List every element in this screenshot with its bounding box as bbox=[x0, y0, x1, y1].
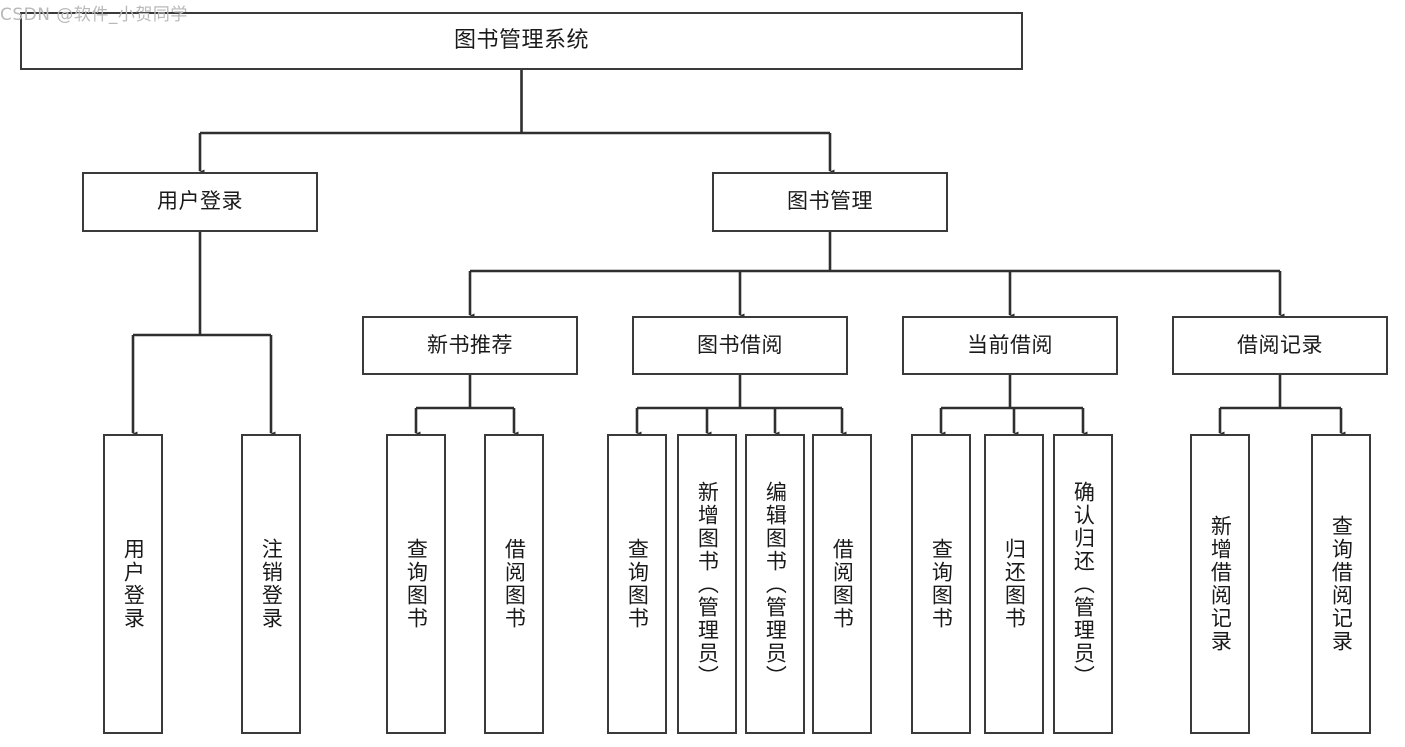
node-label: 归还图书 bbox=[1002, 538, 1027, 630]
node-label: 新书推荐 bbox=[427, 332, 513, 357]
node-label: 图书借阅 bbox=[697, 332, 783, 357]
node-label: 查询图书 bbox=[929, 538, 954, 630]
node-leaf-query-record[interactable]: 查询借阅记录 bbox=[1311, 434, 1371, 734]
node-leaf-confirm-return[interactable]: 确认归还（管理员） bbox=[1053, 434, 1113, 734]
node-leaf-query-book-2[interactable]: 查询图书 bbox=[607, 434, 667, 734]
node-label: 用户登录 bbox=[121, 538, 146, 630]
csdn-watermark: CSDN @软件_小贺同学 bbox=[0, 5, 188, 25]
node-label: 借阅图书 bbox=[502, 538, 527, 630]
node-label: 新增图书（管理员） bbox=[695, 480, 720, 688]
node-new-book-rec[interactable]: 新书推荐 bbox=[362, 316, 578, 375]
node-leaf-user-logout[interactable]: 注销登录 bbox=[241, 434, 301, 734]
node-label: 确认归还（管理员） bbox=[1071, 480, 1096, 688]
node-label: 查询借阅记录 bbox=[1329, 515, 1354, 653]
node-root-system[interactable]: 图书管理系统 bbox=[20, 12, 1023, 70]
node-leaf-return-book[interactable]: 归还图书 bbox=[984, 434, 1044, 734]
node-label: 查询图书 bbox=[404, 538, 429, 630]
node-label: 编辑图书（管理员） bbox=[763, 480, 788, 688]
node-user-login[interactable]: 用户登录 bbox=[82, 172, 318, 232]
node-leaf-add-book[interactable]: 新增图书（管理员） bbox=[677, 434, 737, 734]
node-leaf-query-book-1[interactable]: 查询图书 bbox=[386, 434, 446, 734]
node-label: 借阅记录 bbox=[1237, 332, 1323, 357]
node-leaf-borrow-book-2[interactable]: 借阅图书 bbox=[812, 434, 872, 734]
node-book-borrow[interactable]: 图书借阅 bbox=[632, 316, 848, 375]
node-borrow-record[interactable]: 借阅记录 bbox=[1172, 316, 1388, 375]
node-label: 用户登录 bbox=[157, 189, 243, 214]
node-leaf-user-login[interactable]: 用户登录 bbox=[103, 434, 163, 734]
node-label: 借阅图书 bbox=[830, 538, 855, 630]
node-book-manage[interactable]: 图书管理 bbox=[712, 172, 948, 232]
node-label: 新增借阅记录 bbox=[1208, 515, 1233, 653]
node-leaf-add-record[interactable]: 新增借阅记录 bbox=[1190, 434, 1250, 734]
node-label: 查询图书 bbox=[625, 538, 650, 630]
node-current-borrow[interactable]: 当前借阅 bbox=[902, 316, 1118, 375]
node-label: 图书管理系统 bbox=[453, 27, 589, 53]
node-leaf-borrow-book-1[interactable]: 借阅图书 bbox=[484, 434, 544, 734]
node-leaf-query-book-3[interactable]: 查询图书 bbox=[911, 434, 971, 734]
node-leaf-edit-book[interactable]: 编辑图书（管理员） bbox=[745, 434, 805, 734]
node-label: 图书管理 bbox=[787, 189, 873, 214]
node-label: 注销登录 bbox=[259, 538, 284, 630]
node-label: 当前借阅 bbox=[967, 332, 1053, 357]
